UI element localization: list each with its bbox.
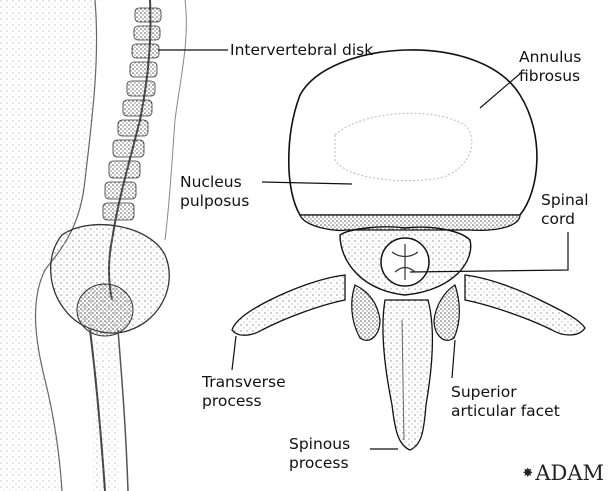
label-annulus-fibrosus-line-2: fibrosus (519, 67, 581, 86)
label-intervertebral-disk: Intervertebral disk (230, 41, 373, 60)
label-nucleus-pulposus: Nucleus pulposus (180, 173, 249, 211)
adam-logo-text: ADAM (535, 461, 604, 485)
label-transverse-process: Transverse process (202, 373, 286, 411)
label-spinous-process-line-1: Spinous (289, 435, 350, 454)
intervertebral-disk-shape (289, 50, 537, 215)
adam-logo: ✸ADAM (522, 461, 604, 485)
spinous-process-shape (383, 300, 433, 450)
label-annulus-fibrosus-line-1: Annulus (519, 48, 581, 67)
label-nucleus-pulposus-line-1: Nucleus (180, 173, 249, 192)
label-nucleus-pulposus-line-2: pulposus (180, 192, 249, 211)
label-superior-articular-facet-line-2: articular facet (451, 402, 560, 421)
leader-transverse-process (232, 336, 236, 370)
label-spinal-cord: Spinal cord (541, 191, 589, 229)
leader-superior-articular-facet (452, 340, 455, 378)
label-spinal-cord-line-2: cord (541, 210, 589, 229)
label-spinal-cord-line-1: Spinal (541, 191, 589, 210)
pelvis (51, 225, 170, 491)
label-spinous-process: Spinous process (289, 435, 350, 473)
label-superior-articular-facet: Superior articular facet (451, 383, 560, 421)
label-spinous-process-line-2: process (289, 454, 350, 473)
adam-star-icon: ✸ (522, 466, 533, 481)
spinal-cord-shape (381, 238, 429, 286)
label-transverse-process-line-2: process (202, 392, 286, 411)
label-superior-articular-facet-line-1: Superior (451, 383, 560, 402)
label-annulus-fibrosus: Annulus fibrosus (519, 48, 581, 86)
label-transverse-process-line-1: Transverse (202, 373, 286, 392)
